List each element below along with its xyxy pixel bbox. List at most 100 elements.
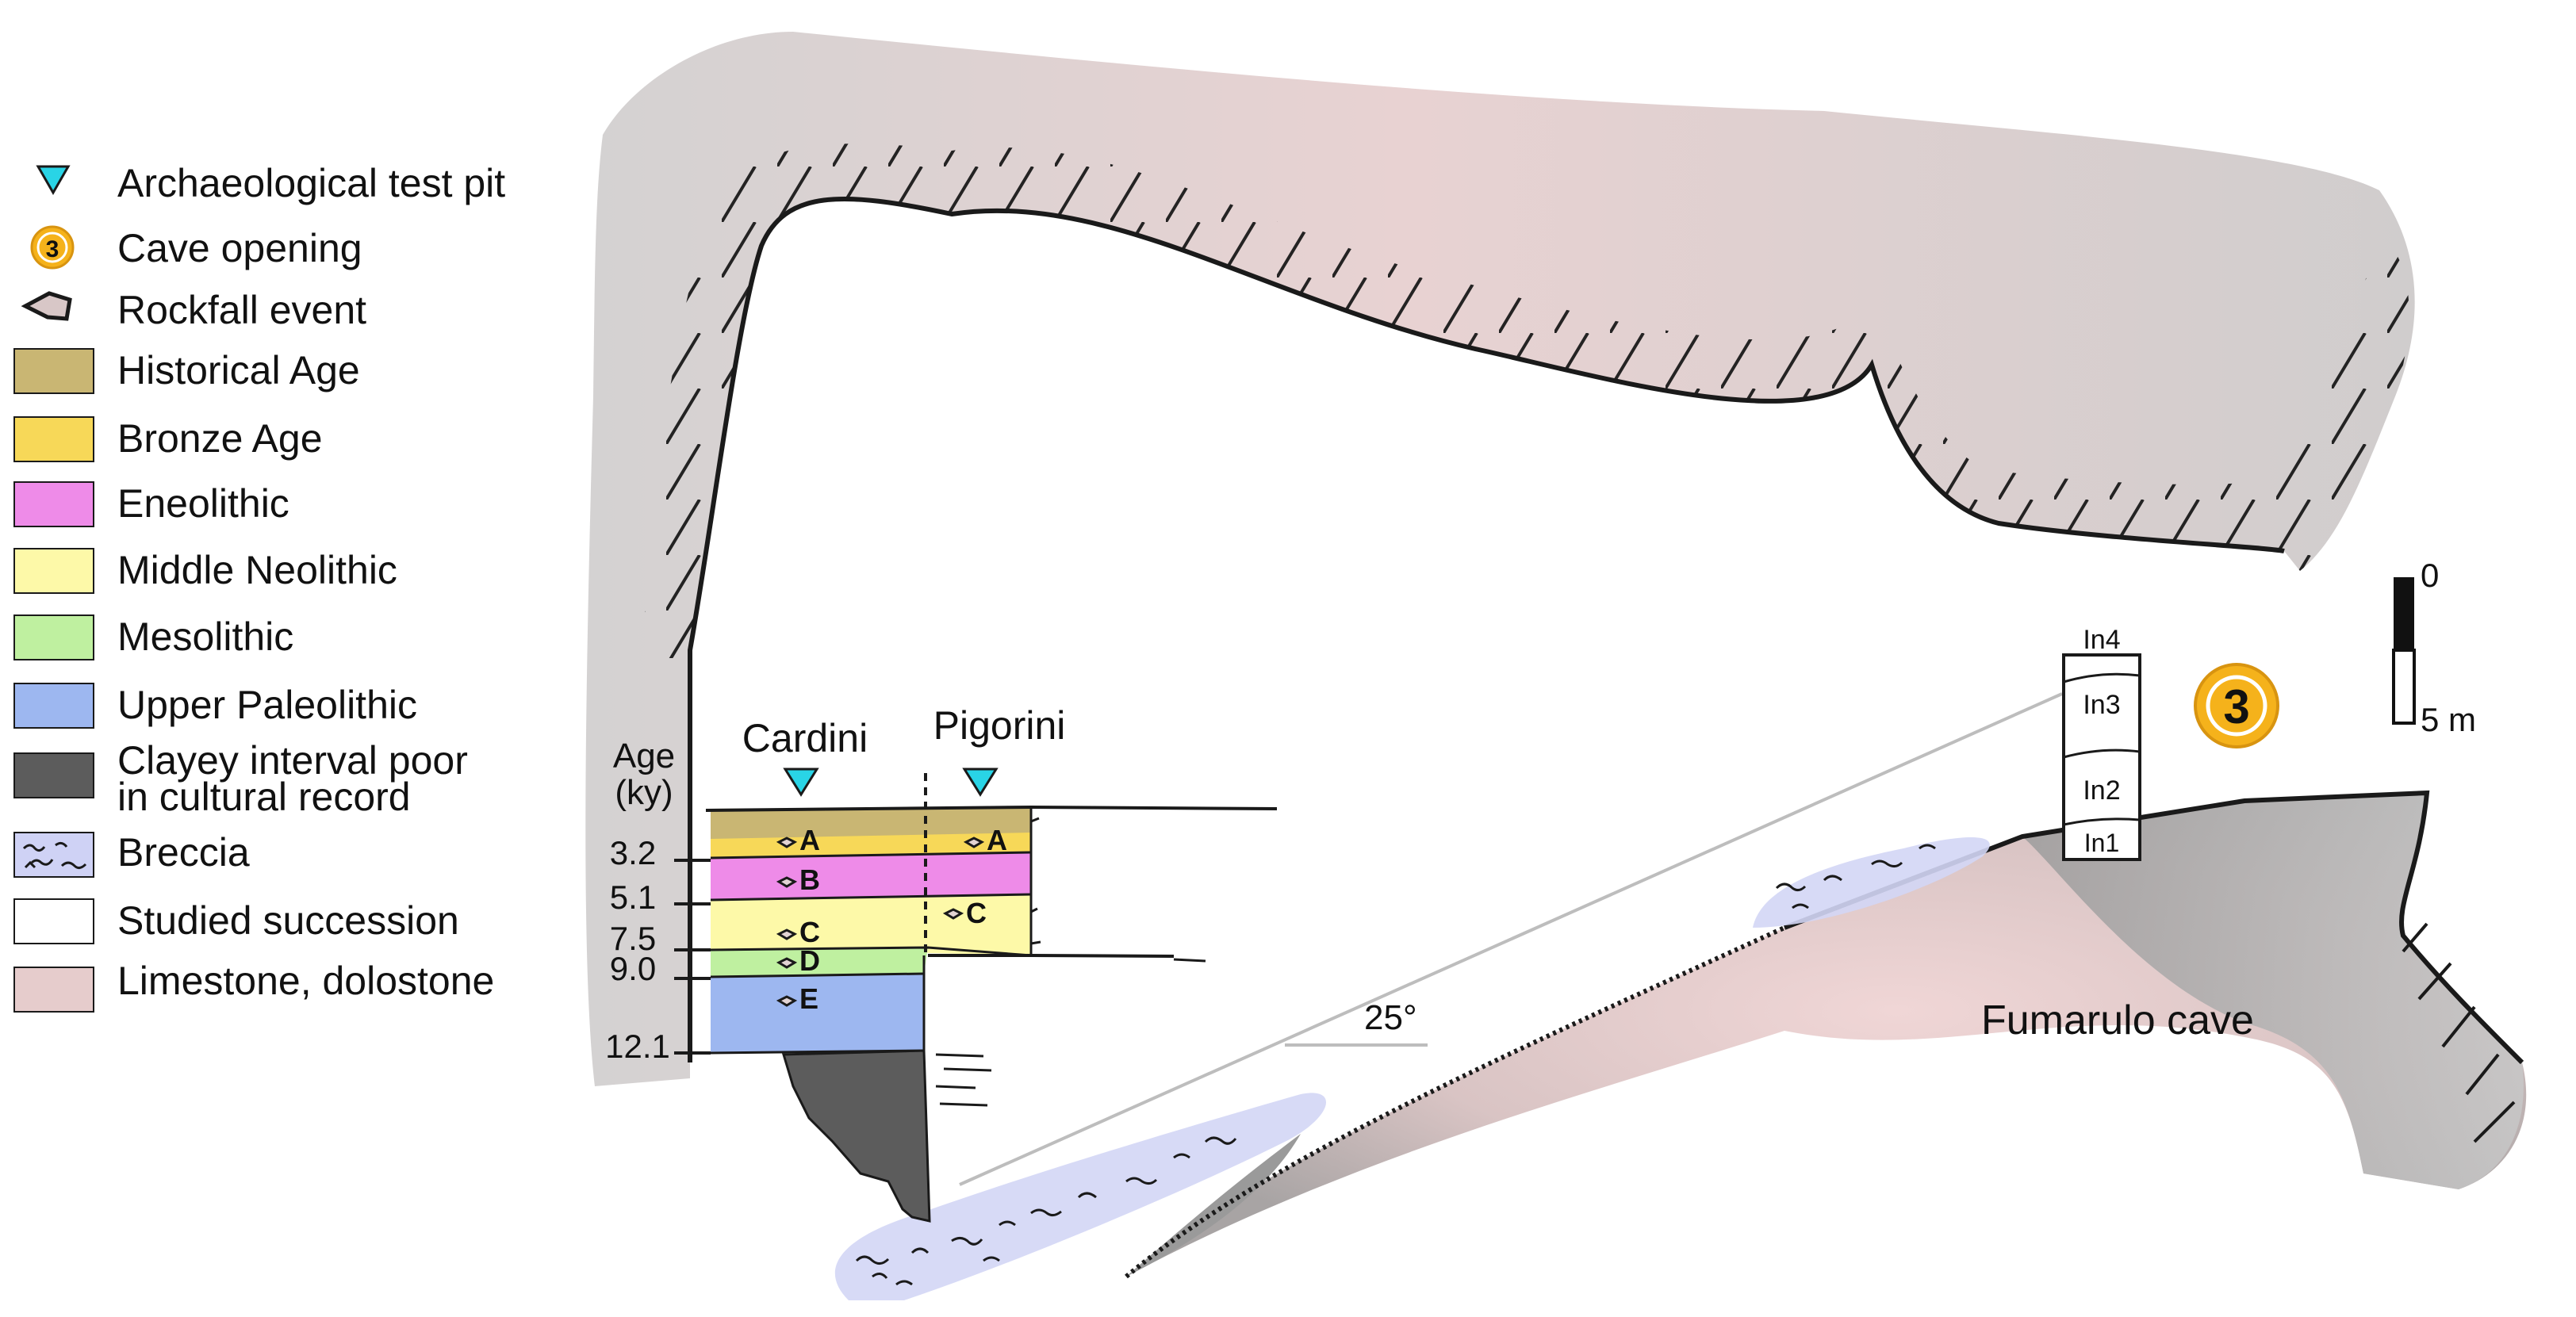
legend-label: Eneolithic	[117, 481, 289, 526]
fumarulo-unit-label: In3	[2083, 690, 2120, 720]
unit-letter: C	[799, 916, 820, 948]
legend-item-eneolithic: Eneolithic	[13, 481, 289, 527]
age-axis: Age (ky) 3.2 5.1 7.5 9.0 12.1	[605, 737, 711, 1065]
unit-label-A: A	[964, 824, 1007, 856]
legend-item-studied-succession: Studied succession	[13, 898, 459, 944]
legend-label: Historical Age	[117, 348, 360, 392]
age-tick-label: 3.2	[610, 834, 656, 871]
fumarulo-unit-label: In4	[2083, 625, 2120, 655]
layer-mesolithic	[711, 948, 928, 977]
unit-letter: E	[799, 982, 818, 1015]
pigorini-title: Pigorini	[933, 703, 1066, 748]
legend-swatch	[13, 416, 94, 462]
fumarulo-unit-label: In1	[2084, 829, 2119, 857]
age-tick-label: 9.0	[610, 950, 656, 987]
unit-letter: A	[987, 824, 1007, 856]
ragged-ticks	[935, 817, 1206, 1107]
slope-lower-gray	[1126, 1134, 1301, 1277]
age-tick-label: 5.1	[610, 879, 656, 916]
slope-deep-gray	[2022, 793, 2524, 1189]
test-pit-triangle-icon	[36, 165, 71, 196]
stratigraphic-sections: Cardini Pigorini A B C D E	[605, 703, 1278, 1223]
unit-label-C: C	[777, 916, 820, 948]
legend-item-bronze-age: Bronze Age	[13, 416, 323, 462]
legend-swatch	[13, 752, 94, 798]
limestone-roof-body	[585, 32, 2415, 1086]
breccia-texture	[855, 844, 1936, 1286]
cave-floor-slope	[1125, 790, 2527, 1279]
legend-label: in cultural record	[117, 775, 411, 819]
age-tick-label: 7.5	[610, 920, 656, 957]
legend-item-upper-paleolithic: Upper Paleolithic	[13, 683, 417, 729]
legend-label: Mesolithic	[117, 614, 293, 659]
legend-item-cave-opening: 3 Cave opening	[30, 225, 362, 270]
roof-hatch-band	[642, 144, 2409, 658]
cardini-unit-labels: A B C D E	[777, 824, 820, 1015]
breccia-lenses	[834, 837, 1990, 1300]
pigorini-test-pit-icon	[962, 768, 999, 797]
scale-bar-bottom-label: 5 m	[2421, 701, 2476, 738]
legend-item-limestone: Limestone, dolostone	[13, 959, 494, 1013]
legend-label: Upper Paleolithic	[117, 683, 417, 727]
fumarulo-studied-column	[2062, 653, 2141, 861]
age-axis-title: Age	[613, 737, 675, 775]
fumarulo-unit-boundaries	[2063, 672, 2141, 826]
fumarulo-section: In4 In3 In2 In1 3 Fumarulo cave	[1981, 625, 2279, 1043]
scale-bar: 0 5 m	[2392, 557, 2476, 738]
pigorini-base-line	[928, 954, 1175, 958]
breccia-texture-icon	[22, 841, 87, 870]
age-ticks	[674, 859, 711, 1055]
unit-label-D: D	[777, 944, 820, 977]
legend-item-breccia: Breccia	[13, 830, 250, 878]
cave-opening-number: 3	[2223, 680, 2249, 733]
legend-swatch	[13, 683, 94, 729]
rockfall-icon	[21, 291, 72, 321]
inclined-guide-line	[959, 692, 2063, 1186]
legend-label: Studied succession	[117, 898, 459, 943]
legend: Archaeological test pit 3 Cave opening R…	[13, 161, 505, 1013]
scale-bar-top-label: 0	[2421, 557, 2439, 594]
unit-letter: B	[799, 863, 820, 896]
cave-opening-number: 3	[46, 236, 59, 262]
slope-angle-guide: 25°	[959, 692, 2063, 1186]
age-tick-label: 12.1	[605, 1028, 670, 1065]
legend-label: Cave opening	[117, 226, 362, 270]
layer-upper-paleolithic	[711, 974, 924, 1053]
unit-label-E: E	[777, 982, 818, 1015]
legend-swatch	[13, 967, 94, 1013]
legend-label: Archaeological test pit	[117, 161, 505, 205]
roof-boundary-line	[688, 196, 2285, 1062]
unit-label-A: A	[777, 824, 820, 856]
legend-swatch	[13, 348, 94, 394]
legend-label: Middle Neolithic	[117, 548, 397, 592]
unit-letter: C	[966, 897, 987, 929]
unit-letter: D	[799, 944, 820, 977]
legend-swatch	[13, 614, 94, 660]
legend-swatch	[13, 481, 94, 527]
slope-upper-line	[1783, 790, 2524, 1065]
cave-opening-badge-icon: 3	[30, 225, 75, 270]
pigorini-unit-labels: A C	[944, 824, 1007, 929]
cardini-test-pit-icon	[783, 768, 819, 797]
fumarulo-unit-label: In2	[2083, 775, 2120, 806]
legend-item-clayey-interval: Clayey interval poor in cultural record	[13, 738, 468, 819]
legend-item-test-pit: Archaeological test pit	[36, 161, 505, 205]
age-axis-unit: (ky)	[615, 773, 673, 812]
slope-angle-label: 25°	[1364, 998, 1417, 1037]
legend-label: Bronze Age	[117, 416, 323, 461]
legend-label: Rockfall event	[117, 288, 366, 332]
legend-item-middle-neolithic: Middle Neolithic	[13, 548, 397, 594]
legend-item-rockfall: Rockfall event	[21, 288, 366, 332]
scale-bar-black	[2394, 577, 2414, 650]
legend-swatch	[13, 832, 94, 878]
cardini-column	[705, 773, 1278, 1107]
legend-item-historical-age: Historical Age	[13, 348, 360, 394]
clayey-interval-block	[782, 1049, 931, 1223]
unit-label-B: B	[777, 863, 820, 896]
breccia-lens-upper	[1753, 837, 1990, 928]
layer-boundaries	[710, 851, 1032, 1055]
layer-eneolithic	[711, 852, 1031, 900]
right-wall-hatch	[2402, 922, 2516, 1143]
cardini-title: Cardini	[742, 716, 868, 760]
